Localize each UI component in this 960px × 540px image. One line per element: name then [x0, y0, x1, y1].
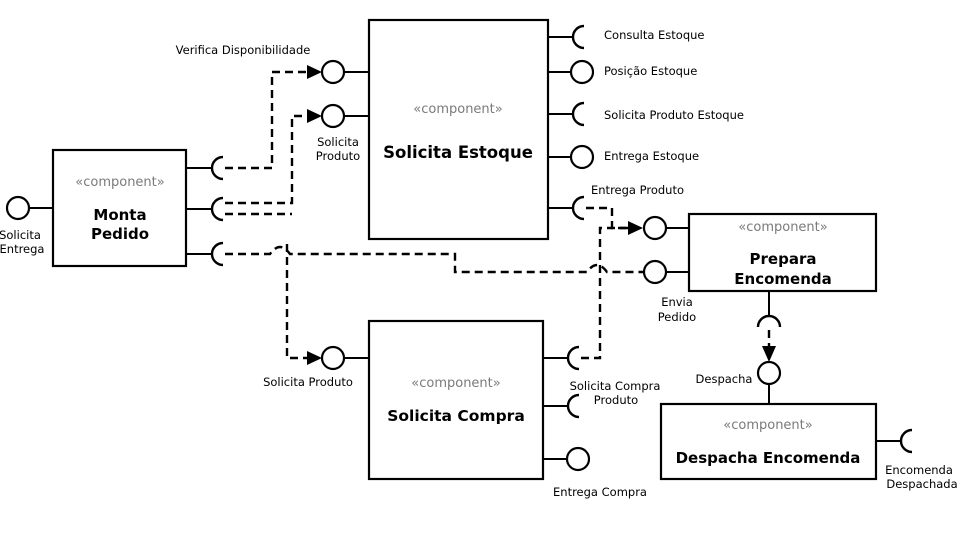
socket-icon: [566, 393, 580, 419]
svg-text:Envia: Envia: [661, 295, 693, 309]
svg-text:Entrega Estoque: Entrega Estoque: [604, 149, 699, 163]
dependency-despacha[interactable]: [762, 330, 776, 362]
socket-icon: [566, 345, 580, 371]
svg-text:Consulta Estoque: Consulta Estoque: [604, 28, 705, 42]
component-despacha-encomenda[interactable]: «component» Despacha Encomenda: [659, 402, 878, 481]
lollipop-icon: [5, 195, 31, 221]
required-interface-verifica-disponibilidade[interactable]: [186, 155, 224, 181]
arrowhead-icon: [762, 346, 776, 362]
component-title: Solicita Estoque: [383, 143, 533, 162]
dependency-solicita-produto-estoque[interactable]: [225, 109, 322, 216]
lollipop-icon: [320, 59, 346, 85]
dependency-solicita-produto-compra[interactable]: [225, 244, 644, 365]
required-interface-solicita-produto-compra[interactable]: [186, 241, 224, 267]
component-solicita-compra[interactable]: «component» Solicita Compra: [367, 319, 545, 481]
svg-text:Solicita Produto Estoque: Solicita Produto Estoque: [604, 108, 744, 122]
svg-text:Posição Estoque: Posição Estoque: [604, 64, 697, 78]
required-interface-encomenda-despachada[interactable]: Encomenda Despachada: [876, 428, 958, 491]
lollipop-icon: [569, 59, 595, 85]
provided-interface-entrega-compra[interactable]: Entrega Compra: [543, 446, 647, 499]
svg-text:Entrega Compra: Entrega Compra: [553, 485, 647, 499]
provided-interface-solicita-produto-compra[interactable]: Solicita Produto: [263, 345, 369, 389]
svg-text:Verifica Disponibilidade: Verifica Disponibilidade: [176, 43, 311, 57]
svg-text:Encomenda: Encomenda: [885, 463, 953, 477]
socket-icon: [210, 155, 224, 181]
stereotype-label: «component»: [738, 220, 827, 235]
socket-icon: [756, 314, 782, 328]
arrowhead-icon: [628, 221, 643, 235]
socket-icon: [210, 196, 224, 222]
svg-text:Produto: Produto: [594, 393, 638, 407]
required-interface-consulta-estoque[interactable]: Consulta Estoque: [548, 24, 705, 50]
component-title: Encomenda: [734, 270, 831, 288]
socket-icon: [571, 24, 585, 50]
svg-text:Solicita: Solicita: [0, 228, 41, 242]
component-solicita-estoque[interactable]: «component» Solicita Estoque: [367, 18, 550, 241]
svg-text:Produto: Produto: [316, 149, 360, 163]
stereotype-label: «component»: [413, 102, 502, 117]
provided-interface-posicao-estoque[interactable]: Posição Estoque: [548, 59, 697, 85]
required-interface-solicita-produto-estoque-out[interactable]: Solicita Produto Estoque: [548, 101, 744, 127]
stereotype-label: «component»: [411, 376, 500, 391]
required-interface-solicita-compra-produto[interactable]: Solicita Compra Produto: [543, 345, 661, 407]
svg-text:Pedido: Pedido: [658, 310, 696, 324]
lollipop-icon: [756, 360, 782, 386]
svg-text:Solicita Produto: Solicita Produto: [263, 375, 353, 389]
required-interface-solicita-compra-extra[interactable]: [543, 393, 580, 419]
provided-interface-solicita-produto-estoque[interactable]: Solicita Produto: [316, 103, 369, 163]
component-title: Despacha Encomenda: [676, 449, 861, 467]
dependency-entrega-produto[interactable]: [586, 206, 643, 235]
lollipop-icon: [569, 144, 595, 170]
svg-text:Entrega: Entrega: [0, 242, 44, 256]
lollipop-icon: [642, 259, 668, 285]
provided-interface-despacha[interactable]: Despacha: [696, 360, 782, 404]
arrowhead-icon: [307, 65, 322, 79]
socket-icon: [571, 195, 585, 221]
dependency-solicita-compra-produto[interactable]: [581, 226, 628, 360]
dependency-verifica-disponibilidade[interactable]: [225, 65, 322, 170]
svg-text:Despachada: Despachada: [886, 477, 957, 491]
component-monta-pedido[interactable]: «component» Monta Pedido: [51, 148, 188, 268]
svg-text:Solicita Compra: Solicita Compra: [570, 379, 661, 393]
lollipop-icon: [565, 446, 591, 472]
provided-interface-solicita-entrega[interactable]: Solicita Entrega: [0, 195, 53, 256]
arrowhead-icon: [307, 351, 322, 365]
socket-icon: [210, 241, 224, 267]
lollipop-icon: [320, 345, 346, 371]
arrowhead-icon: [307, 109, 322, 123]
required-interface-entrega-produto[interactable]: Entrega Produto: [548, 183, 684, 221]
stereotype-label: «component»: [723, 418, 812, 433]
required-interface-despacha[interactable]: [756, 291, 782, 328]
required-interface-solicita-produto-estoque[interactable]: [186, 196, 224, 222]
component-title: Pedido: [91, 225, 149, 243]
stereotype-label: «component»: [75, 175, 164, 190]
component-title: Monta: [93, 206, 146, 224]
provided-interface-verifica-disponibilidade[interactable]: Verifica Disponibilidade: [176, 43, 369, 85]
provided-interface-envia-pedido[interactable]: Envia Pedido: [642, 259, 696, 324]
component-prepara-encomenda[interactable]: «component» Prepara Encomenda: [687, 212, 878, 293]
socket-icon: [899, 428, 913, 454]
provided-interface-entrega-estoque[interactable]: Entrega Estoque: [548, 144, 699, 170]
provided-interface-entrega-produto[interactable]: [642, 215, 689, 241]
socket-icon: [571, 101, 585, 127]
svg-text:Entrega Produto: Entrega Produto: [591, 183, 684, 197]
svg-text:Despacha: Despacha: [696, 372, 753, 386]
lollipop-icon: [642, 215, 668, 241]
component-title: Solicita Compra: [387, 407, 525, 425]
lollipop-icon: [320, 103, 346, 129]
svg-text:Solicita: Solicita: [317, 135, 359, 149]
component-title: Prepara: [750, 250, 817, 268]
